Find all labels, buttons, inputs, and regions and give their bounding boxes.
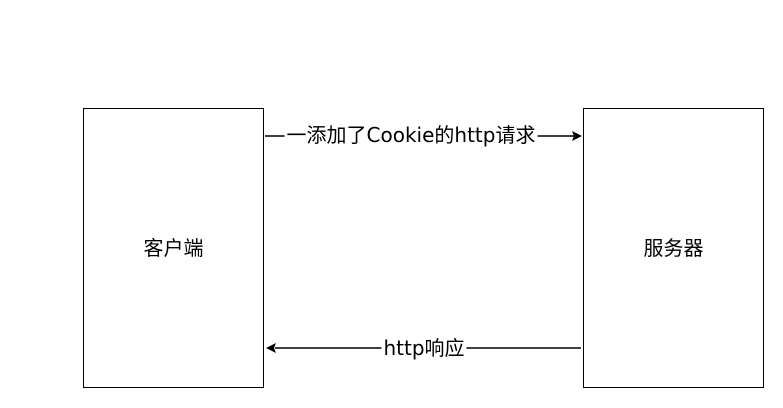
- client-label: 客户端: [143, 236, 204, 260]
- server-label: 服务器: [643, 236, 704, 260]
- response-edge-label: http响应: [381, 336, 467, 360]
- server-node: 服务器: [583, 108, 764, 388]
- request-arrowhead: [572, 131, 582, 141]
- request-edge-label: 一添加了Cookie的http请求: [284, 123, 538, 147]
- client-node: 客户端: [83, 108, 264, 388]
- response-arrowhead: [266, 343, 276, 353]
